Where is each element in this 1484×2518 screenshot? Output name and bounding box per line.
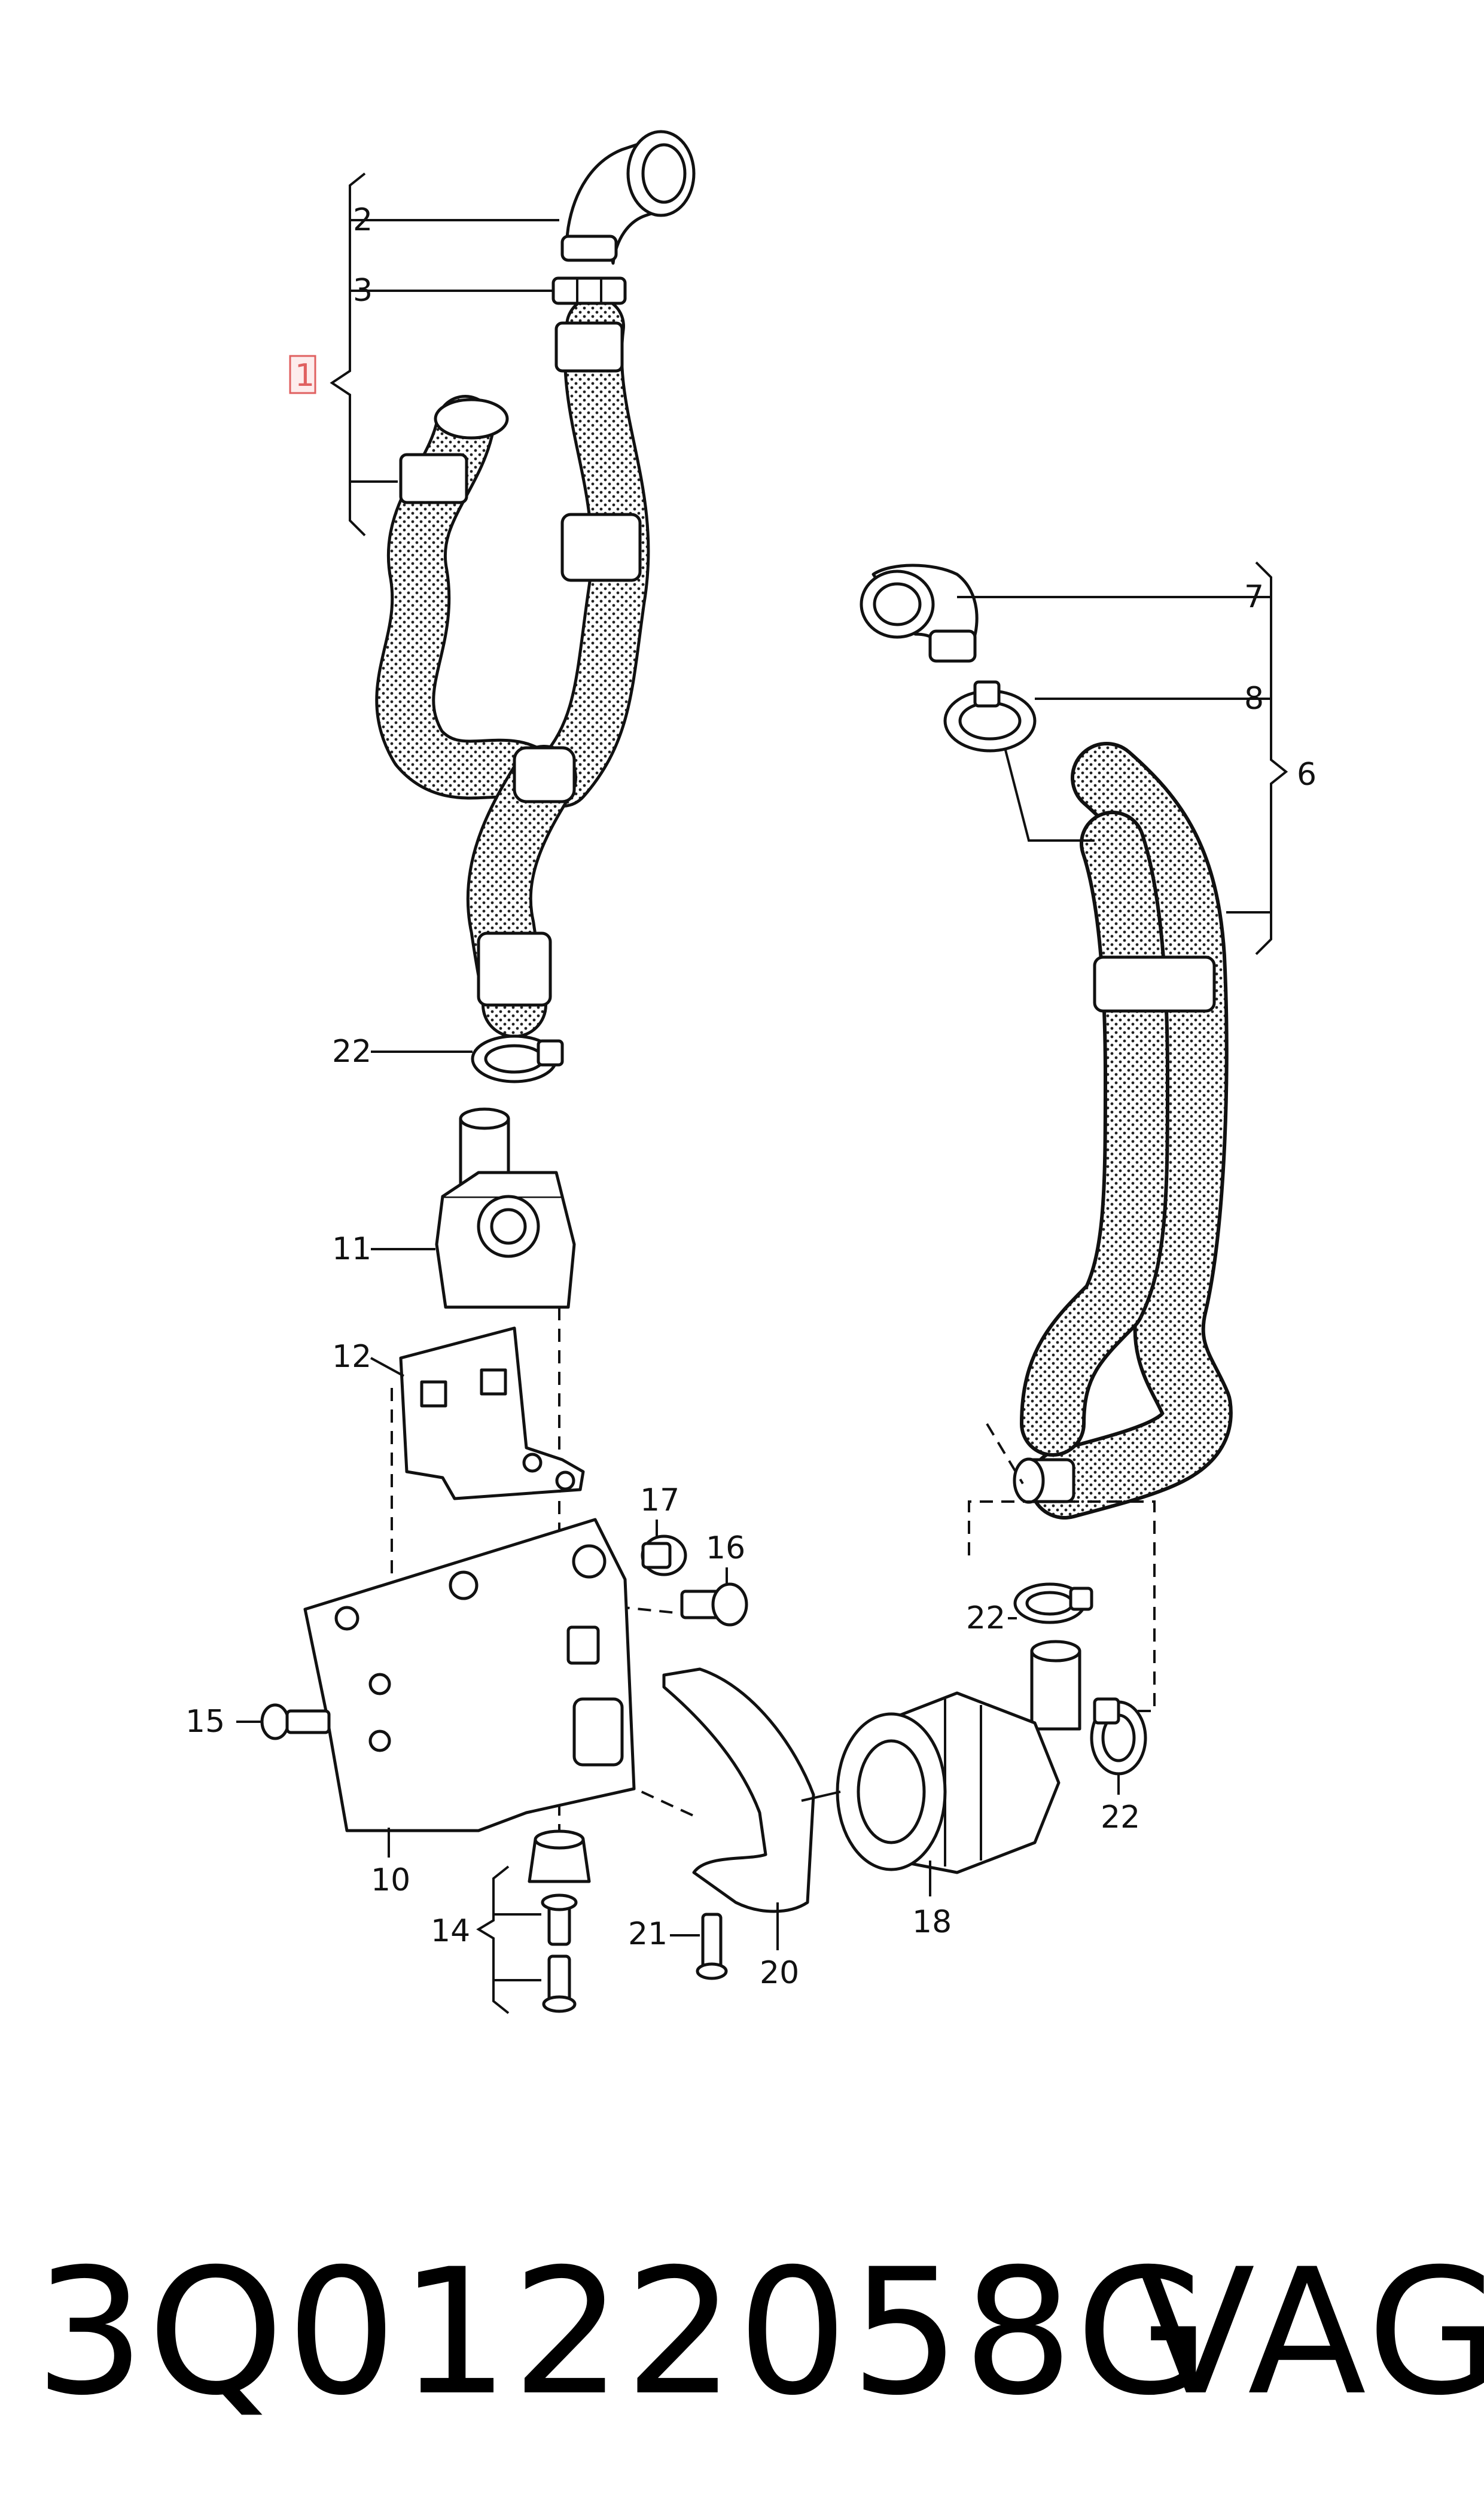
callout-1-highlight: [289, 355, 316, 394]
part-12-bracket: [370, 1326, 585, 1500]
brace-1: [330, 172, 559, 537]
callout-18: 18: [912, 1904, 952, 1940]
callout-21: 21: [628, 1916, 668, 1952]
part-17-bolt: [641, 1520, 687, 1576]
part-21-screw: [670, 1913, 728, 1980]
part-15-bolt: [236, 1703, 331, 1740]
part-22-clamp-upper: [371, 1034, 564, 1083]
callout-12: 12: [332, 1339, 371, 1375]
footer: 3Q0122058G VAG: [0, 2225, 1484, 2441]
part-22-clamp-lower: [1090, 1697, 1147, 1795]
callout-7: 7: [1244, 579, 1264, 615]
part-10-mounting-plate: [303, 1518, 636, 1858]
callout-3: 3: [353, 273, 373, 309]
brand-name: VAG: [1136, 2232, 1484, 2434]
brace-6: [957, 561, 1288, 955]
callout-14: 14: [431, 1913, 470, 1949]
callout-17: 17: [640, 1482, 679, 1518]
callout-11: 11: [332, 1231, 371, 1267]
part-8-spring-clip: [943, 680, 1037, 753]
part-18-electric-pump: [801, 1640, 1081, 1896]
part-7-elbow-connector: [860, 564, 979, 663]
callout-1: 1: [295, 358, 315, 394]
part-number: 3Q0122058G: [35, 2232, 1213, 2434]
hose-assembly-1: [375, 296, 650, 1038]
part-14-grommet-bolts: [476, 1829, 591, 2014]
part-3-clip-ring: [551, 276, 627, 305]
callout-2: 2: [353, 202, 373, 238]
callout-labels: 1 2 3 6 7 8 22 11 12 17 16 15 10 14 21 2…: [185, 202, 1317, 1991]
part-2-elbow-connector: [560, 130, 696, 265]
part-16-bolt: [680, 1567, 748, 1627]
callout-22-lower: 22: [1101, 1800, 1140, 1835]
callout-8: 8: [1244, 681, 1264, 717]
callout-22-middle: 22: [966, 1600, 1005, 1636]
part-20-mounting-strap: [662, 1667, 815, 1950]
part-11-coolant-pump: [371, 1107, 576, 1309]
part-22-clamp-middle: [1008, 1582, 1093, 1624]
callout-15: 15: [185, 1704, 225, 1740]
callout-22-upper: 22: [332, 1034, 371, 1070]
callout-10: 10: [371, 1862, 410, 1898]
hose-assembly-6: [1013, 742, 1233, 1520]
callout-16: 16: [706, 1530, 745, 1566]
callout-6: 6: [1297, 757, 1317, 793]
callout-20: 20: [760, 1955, 799, 1991]
